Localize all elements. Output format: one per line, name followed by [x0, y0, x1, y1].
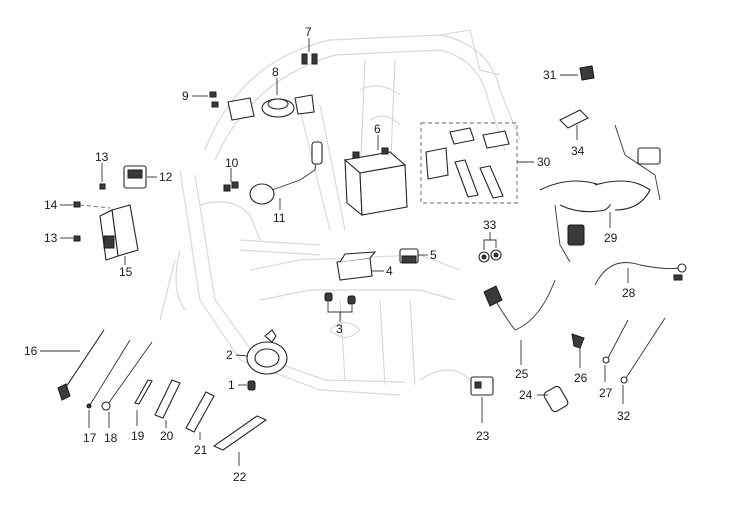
callout-3: 3 — [336, 322, 343, 336]
callout-18: 18 — [104, 431, 118, 445]
callout-9: 9 — [182, 89, 189, 103]
callout-20: 20 — [160, 429, 174, 443]
part-12-sensor-module — [123, 165, 157, 189]
callout-25: 25 — [515, 367, 529, 381]
callout-28: 28 — [622, 286, 636, 300]
callout-7: 7 — [305, 25, 312, 39]
part-29-handlebar-harness — [539, 124, 661, 263]
part-30-pad-set — [420, 122, 534, 204]
part-31-clip — [560, 65, 595, 81]
part-13-screws-lower — [60, 235, 81, 242]
callout-13-upper: 13 — [95, 150, 109, 164]
callout-2: 2 — [226, 348, 233, 362]
part-20-strap — [154, 379, 181, 428]
part-19-clip — [134, 379, 153, 426]
part-33-grommets — [478, 232, 502, 263]
callout-21: 21 — [194, 443, 208, 457]
part-32-tie — [620, 317, 666, 404]
callout-19: 19 — [131, 429, 145, 443]
part-1-bolt — [238, 380, 256, 391]
callout-15: 15 — [119, 265, 133, 279]
part-21-strap — [185, 391, 215, 440]
part-22-strap — [212, 415, 268, 466]
part-4-bracket — [336, 251, 384, 281]
part-6-battery — [343, 135, 408, 217]
callout-13-lower: 13 — [44, 231, 58, 245]
part-10-bolt — [223, 168, 239, 192]
callout-27: 27 — [599, 386, 613, 400]
part-24-plug — [537, 385, 569, 413]
callout-4: 4 — [386, 264, 393, 278]
part-15-ecu — [99, 204, 139, 265]
vehicle-frame-background — [159, 29, 521, 396]
callout-24: 24 — [519, 388, 533, 402]
callout-30: 30 — [537, 155, 551, 169]
callout-17: 17 — [83, 431, 97, 445]
part-2-horn — [235, 329, 288, 375]
part-27-tie — [602, 319, 629, 382]
part-25-wiring-harness — [483, 279, 556, 365]
callout-1: 1 — [228, 378, 235, 392]
callout-31: 31 — [543, 68, 557, 82]
callout-22: 22 — [233, 470, 247, 484]
callout-16: 16 — [24, 344, 38, 358]
part-18-tie — [101, 341, 153, 428]
callout-33: 33 — [483, 218, 497, 232]
callout-14: 14 — [44, 198, 58, 212]
part-3-nuts — [324, 292, 356, 322]
part-7-screws — [301, 38, 318, 65]
part-13-screws-upper — [99, 163, 106, 190]
part-26-fitting — [571, 333, 585, 368]
callout-23: 23 — [476, 429, 490, 443]
part-16-cable-tie — [40, 329, 105, 401]
callout-29: 29 — [604, 231, 618, 245]
callout-12: 12 — [159, 170, 173, 184]
part-5-relay — [399, 248, 428, 264]
callout-6: 6 — [374, 122, 381, 136]
callout-11: 11 — [273, 211, 286, 225]
callout-34: 34 — [571, 144, 585, 158]
part-8-ignition-switch — [261, 78, 315, 118]
callout-5: 5 — [430, 248, 437, 262]
part-28-wire-sensor — [594, 262, 687, 286]
callout-8: 8 — [272, 65, 279, 79]
part-17-tie — [86, 339, 131, 428]
part-14-screw — [60, 201, 111, 209]
part-9-lock — [192, 91, 255, 121]
part-11-ignition-coil — [249, 141, 323, 210]
part-34-bracket — [559, 109, 589, 140]
callout-10: 10 — [225, 156, 239, 170]
callout-26: 26 — [574, 371, 588, 385]
callout-32: 32 — [617, 409, 631, 423]
part-23-connector — [470, 376, 494, 423]
